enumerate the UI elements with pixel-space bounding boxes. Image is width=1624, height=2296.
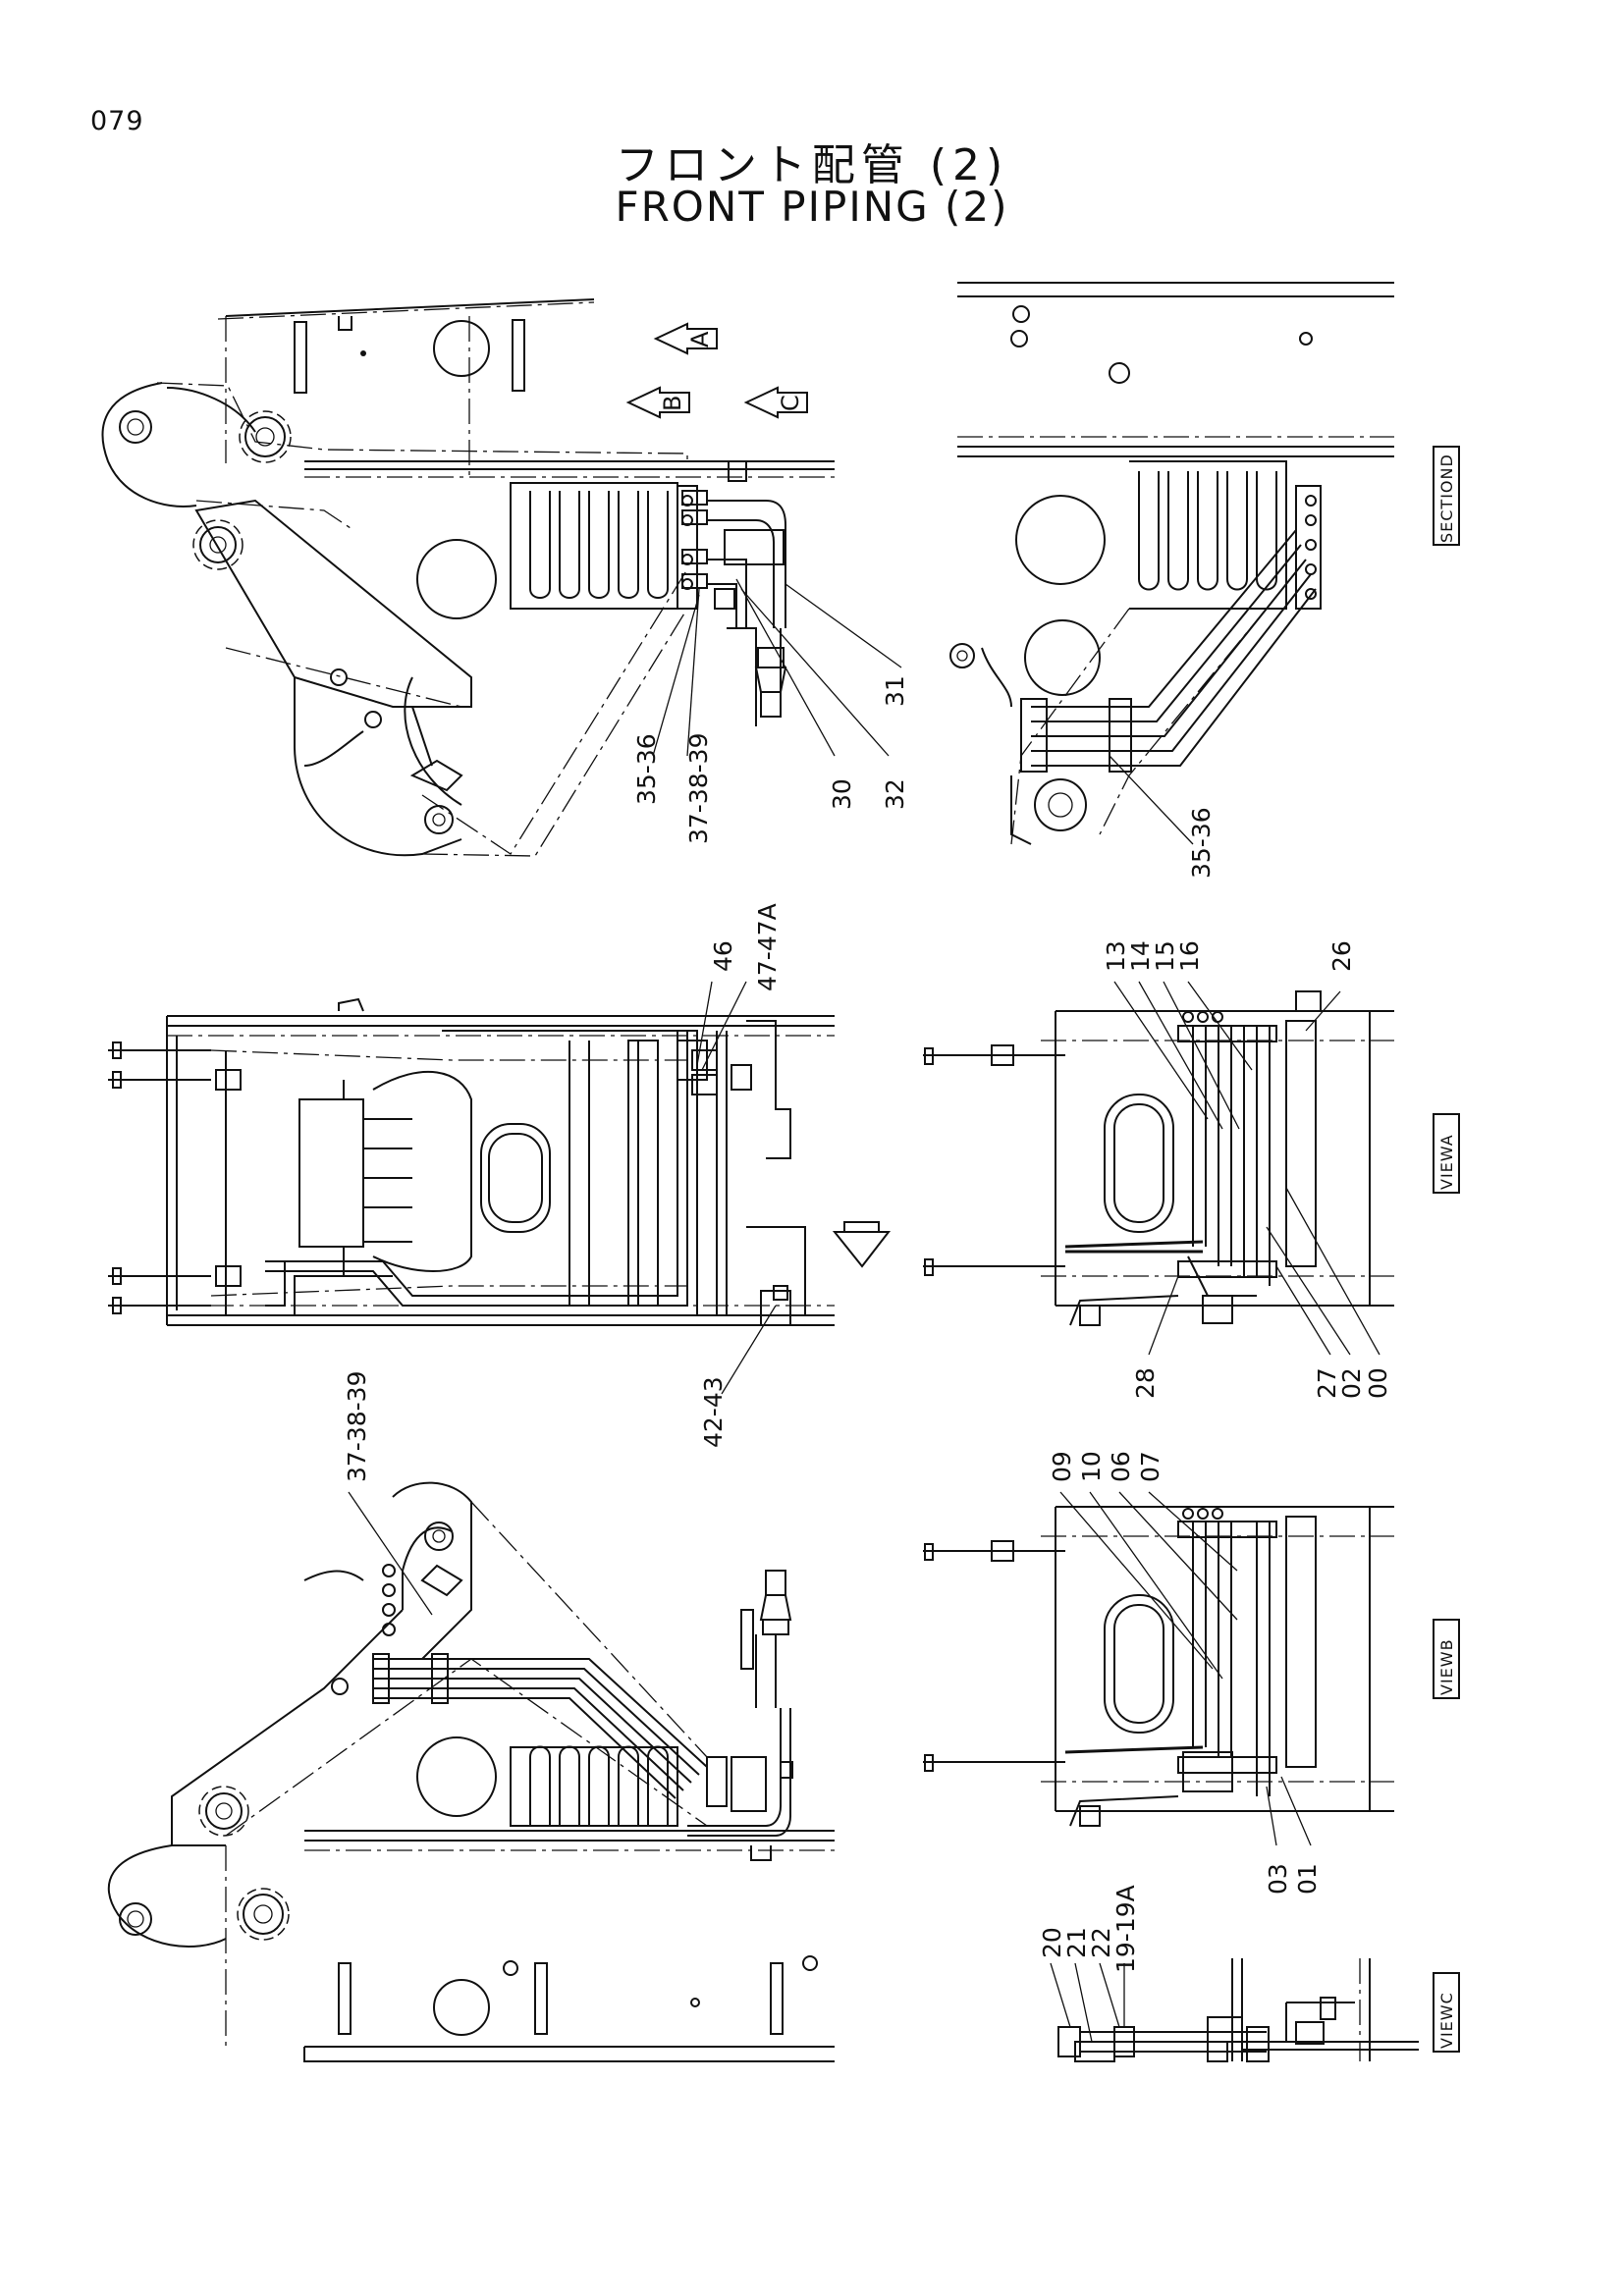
callout-46: 46 <box>709 940 737 972</box>
callout-00: 00 <box>1364 1367 1392 1399</box>
svg-text:A: A <box>686 331 714 347</box>
callout-20: 20 <box>1038 1927 1066 1958</box>
view-arrow-c: C <box>743 386 808 419</box>
title-japanese: フロント配管 (2) <box>615 140 1009 190</box>
callout-47-47a: 47-47A <box>753 903 782 991</box>
svg-text:B: B <box>659 396 686 411</box>
callout-03: 03 <box>1264 1863 1292 1895</box>
view-b-label: VIEWB <box>1433 1619 1460 1699</box>
callout-32: 32 <box>881 778 909 810</box>
callout-06: 06 <box>1107 1451 1135 1482</box>
callout-42-43: 42-43 <box>699 1376 728 1448</box>
view-c: 20 21 22 19-19A VIEWC <box>1038 1885 1460 2062</box>
callout-02: 02 <box>1337 1367 1366 1399</box>
view-arrow-a: A <box>653 322 718 355</box>
callout-21: 21 <box>1062 1927 1091 1958</box>
callout-22: 22 <box>1087 1927 1115 1958</box>
callout-13: 13 <box>1102 940 1130 972</box>
view-a: 13 14 15 16 26 28 27 02 00 VIEWA <box>923 940 1460 1399</box>
svg-text:VIEWA: VIEWA <box>1437 1134 1456 1190</box>
callout-37-39: 37-38-39 <box>684 733 713 844</box>
callout-31: 31 <box>881 675 909 707</box>
middle-left-top-view: 46 47-47A 42-43 <box>108 903 892 1448</box>
callout-01: 01 <box>1293 1863 1322 1895</box>
callout-19-19a: 19-19A <box>1111 1885 1140 1973</box>
bottom-left-side-view: 37-38-39 <box>107 1371 835 2062</box>
view-c-label: VIEWC <box>1433 1972 1460 2053</box>
svg-text:C: C <box>777 395 804 411</box>
callout-09: 09 <box>1048 1451 1076 1482</box>
callout-30: 30 <box>828 778 856 810</box>
view-arrow-b: B <box>625 386 690 419</box>
callout-14: 14 <box>1126 940 1155 972</box>
callout-16: 16 <box>1175 940 1204 972</box>
callout-bottom-37-39: 37-38-39 <box>343 1371 371 1482</box>
view-b: 09 10 06 07 03 01 VIEWB <box>923 1451 1460 1895</box>
svg-text:VIEWC: VIEWC <box>1437 1992 1456 2049</box>
callout-07: 07 <box>1136 1451 1164 1482</box>
callout-27: 27 <box>1313 1367 1341 1399</box>
title-english: FRONT PIPING (2) <box>615 183 1009 231</box>
callout-15: 15 <box>1151 940 1179 972</box>
callout-26: 26 <box>1327 940 1356 972</box>
page-number: 079 <box>90 106 144 136</box>
svg-text:VIEWB: VIEWB <box>1437 1638 1456 1695</box>
callouts-top-left: 35-36 37-38-39 30 32 31 <box>632 675 909 844</box>
section-d-view: 35-36 SECTIOND <box>949 282 1460 879</box>
callout-section-35-36: 35-36 <box>1187 807 1216 879</box>
callout-10: 10 <box>1077 1451 1106 1482</box>
view-a-label: VIEWA <box>1433 1113 1460 1194</box>
callout-35-36: 35-36 <box>632 733 661 805</box>
svg-text:SECTIOND: SECTIOND <box>1437 454 1456 543</box>
callout-28: 28 <box>1131 1367 1160 1399</box>
top-left-side-view: A B C 35-36 37-38-39 30 32 31 <box>101 298 909 857</box>
section-d-label: SECTIOND <box>1433 446 1460 546</box>
